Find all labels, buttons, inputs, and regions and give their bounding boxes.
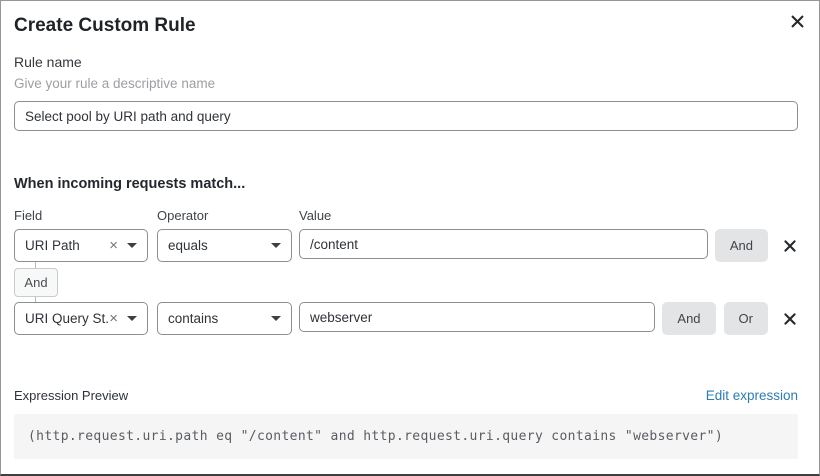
caret-down-icon: [271, 316, 281, 321]
rule-name-helper: Give your rule a descriptive name: [14, 76, 216, 91]
expression-preview-code-block: (http.request.uri.path eq "/content" and…: [14, 414, 798, 459]
close-icon[interactable]: [786, 10, 808, 32]
and-connector-chip: And: [14, 268, 58, 297]
operator-select[interactable]: equals: [157, 229, 292, 262]
field-select-value: URI Query St...: [25, 311, 110, 326]
field-select-value: URI Path: [25, 238, 80, 253]
page-title: Create Custom Rule: [14, 15, 196, 36]
condition-column-headers: Field Operator Value: [14, 208, 798, 224]
remove-condition-icon[interactable]: [782, 302, 798, 335]
value-input[interactable]: [299, 302, 656, 332]
operator-select[interactable]: contains: [157, 302, 292, 335]
operator-select-value: equals: [168, 238, 208, 253]
expression-preview-header: Expression Preview Edit expression: [14, 387, 798, 404]
value-column-label: Value: [299, 208, 332, 223]
edit-expression-link[interactable]: Edit expression: [705, 388, 798, 403]
field-select[interactable]: URI Query St... ×: [14, 302, 148, 335]
rule-name-input[interactable]: [14, 101, 798, 131]
matcher-heading: When incoming requests match...: [14, 176, 246, 192]
condition-connector: And: [14, 262, 58, 302]
or-button[interactable]: Or: [723, 302, 768, 335]
condition-row-2: URI Query St... × contains And Or: [14, 302, 798, 335]
and-button[interactable]: And: [714, 229, 768, 262]
x-icon-glyph: [784, 312, 796, 325]
field-select[interactable]: URI Path ×: [14, 229, 148, 262]
x-icon-glyph: [784, 239, 796, 252]
caret-down-icon: [127, 316, 137, 321]
clear-selection-icon[interactable]: ×: [109, 237, 118, 254]
remove-condition-icon[interactable]: [782, 229, 798, 262]
value-input[interactable]: [299, 229, 708, 259]
condition-row-1: URI Path × equals And: [14, 229, 798, 262]
caret-down-icon: [127, 243, 137, 248]
rule-name-section: Rule name Give your rule a descriptive n…: [14, 53, 798, 131]
and-button[interactable]: And: [662, 302, 716, 335]
operator-column-label: Operator: [157, 208, 209, 223]
expression-text: (http.request.uri.path eq "/content" and…: [28, 429, 724, 444]
field-column-label: Field: [14, 208, 43, 223]
expression-preview-label: Expression Preview: [14, 388, 129, 403]
clear-selection-icon[interactable]: ×: [109, 310, 118, 327]
rule-name-label: Rule name: [14, 54, 82, 70]
caret-down-icon: [271, 243, 281, 248]
operator-select-value: contains: [168, 311, 219, 326]
close-icon-glyph: [791, 15, 803, 27]
